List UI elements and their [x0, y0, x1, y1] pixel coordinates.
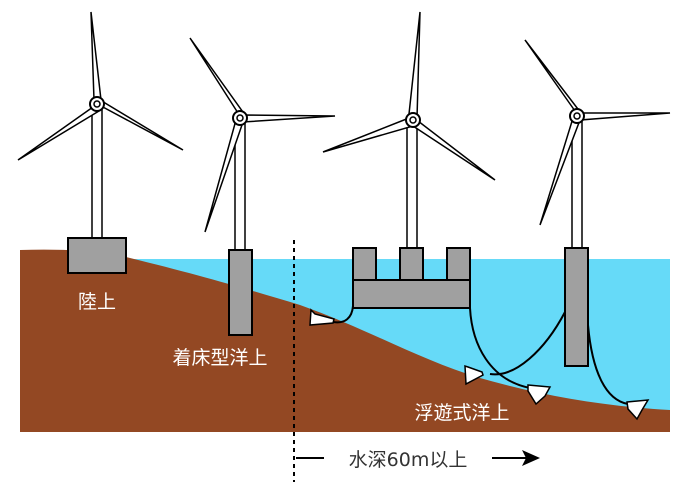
floating-platform — [352, 247, 471, 309]
anchor-icon — [626, 399, 650, 421]
label-floating-offshore: 浮遊式洋上 — [414, 402, 509, 424]
foundation-block — [67, 237, 127, 274]
anchor-icon — [527, 384, 552, 406]
semi-submersible-turbine — [322, 11, 496, 309]
label-depth-note: 水深60m以上 — [349, 449, 468, 471]
monopile — [228, 249, 253, 336]
arrow-right-icon — [522, 450, 540, 466]
spar-buoy — [564, 247, 589, 367]
fixed-offshore-turbine — [189, 37, 336, 336]
anchor-icon — [309, 308, 335, 326]
label-fixed-offshore: 着床型洋上 — [172, 347, 267, 369]
anchor-icon — [464, 364, 484, 386]
spar-turbine — [524, 39, 671, 367]
anchors — [309, 308, 650, 421]
onshore-turbine — [17, 11, 184, 274]
label-onshore: 陸上 — [78, 291, 116, 313]
land-seabed — [20, 249, 670, 432]
mooring-lines — [332, 305, 629, 405]
